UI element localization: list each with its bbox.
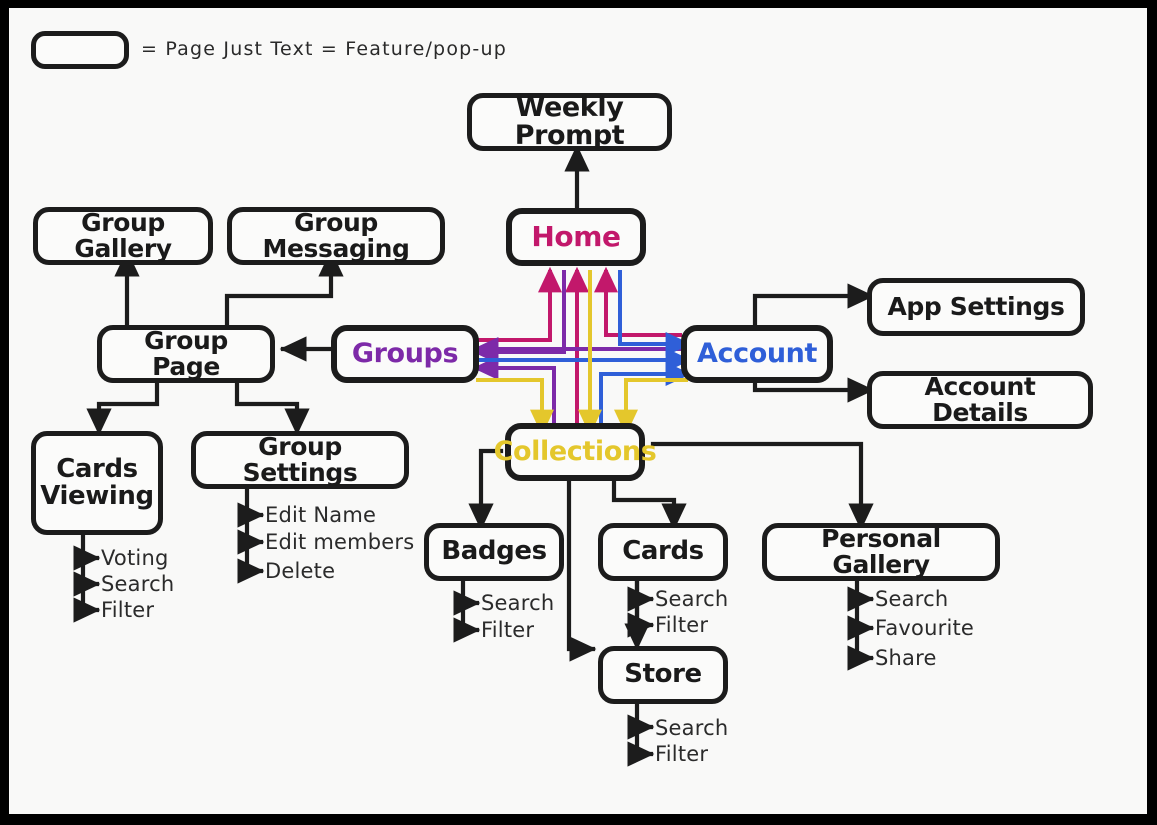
feature-personal-gallery-search: Search <box>875 587 949 611</box>
node-account[interactable]: Account <box>681 325 833 383</box>
feature-cards-viewing-search: Search <box>101 572 175 596</box>
node-store-label: Store <box>624 659 702 690</box>
node-personal-gallery-label: Personal Gallery <box>821 524 941 579</box>
node-groups-label: Groups <box>351 337 459 369</box>
feature-group-settings-edit-members: Edit members <box>265 530 415 554</box>
feature-personal-gallery-share: Share <box>875 646 937 670</box>
feature-badges-search: Search <box>481 591 555 615</box>
node-groups[interactable]: Groups <box>331 325 479 383</box>
legend-caption: = Page Just Text = Feature/pop-up <box>141 38 507 60</box>
node-cards[interactable]: Cards <box>598 523 728 581</box>
feature-cards-search: Search <box>655 587 729 611</box>
feature-badges-filter: Filter <box>481 618 535 642</box>
feature-store-search: Search <box>655 716 729 740</box>
feature-store-filter: Filter <box>655 742 709 766</box>
node-group-gallery[interactable]: Group Gallery <box>33 207 213 265</box>
node-weekly-prompt-label: Weekly Prompt <box>514 91 625 151</box>
feature-personal-gallery-favourite: Favourite <box>875 616 975 640</box>
node-home[interactable]: Home <box>506 208 646 266</box>
node-collections-label: Collections <box>493 435 657 467</box>
legend-page-swatch <box>31 31 129 69</box>
feature-group-settings-edit-name: Edit Name <box>265 503 377 527</box>
node-group-page[interactable]: Group Page <box>97 325 275 383</box>
node-badges-label: Badges <box>441 536 547 567</box>
node-group-messaging-label: Group Messaging <box>262 208 410 263</box>
node-store[interactable]: Store <box>598 646 728 704</box>
node-account-details[interactable]: Account Details <box>867 371 1093 429</box>
node-group-gallery-label: Group Gallery <box>74 208 172 263</box>
node-cards-viewing[interactable]: Cards Viewing <box>31 431 163 535</box>
node-account-details-label: Account Details <box>924 372 1036 427</box>
node-personal-gallery[interactable]: Personal Gallery <box>762 523 1000 581</box>
node-account-label: Account <box>696 337 817 369</box>
feature-group-settings-delete: Delete <box>265 559 336 583</box>
node-group-settings[interactable]: Group Settings <box>191 431 409 489</box>
node-collections[interactable]: Collections <box>494 423 657 481</box>
node-weekly-prompt[interactable]: Weekly Prompt <box>467 93 672 151</box>
node-cards-viewing-label-line1: Cards <box>56 453 138 484</box>
feature-cards-viewing-filter: Filter <box>101 598 155 622</box>
node-group-messaging[interactable]: Group Messaging <box>227 207 445 265</box>
feature-cards-viewing-voting: Voting <box>101 546 169 570</box>
node-home-label: Home <box>531 220 621 254</box>
diagram-canvas: = Page Just Text = Feature/pop-up Weekly… <box>9 8 1147 814</box>
node-badges[interactable]: Badges <box>424 523 564 581</box>
node-app-settings[interactable]: App Settings <box>867 278 1085 336</box>
feature-cards-filter: Filter <box>655 613 709 637</box>
node-cards-viewing-label-line2: Viewing <box>40 481 154 511</box>
node-group-page-label: Group Page <box>144 326 228 381</box>
node-app-settings-label: App Settings <box>887 292 1065 321</box>
node-group-settings-label: Group Settings <box>242 432 358 487</box>
node-cards-label: Cards <box>622 536 704 567</box>
